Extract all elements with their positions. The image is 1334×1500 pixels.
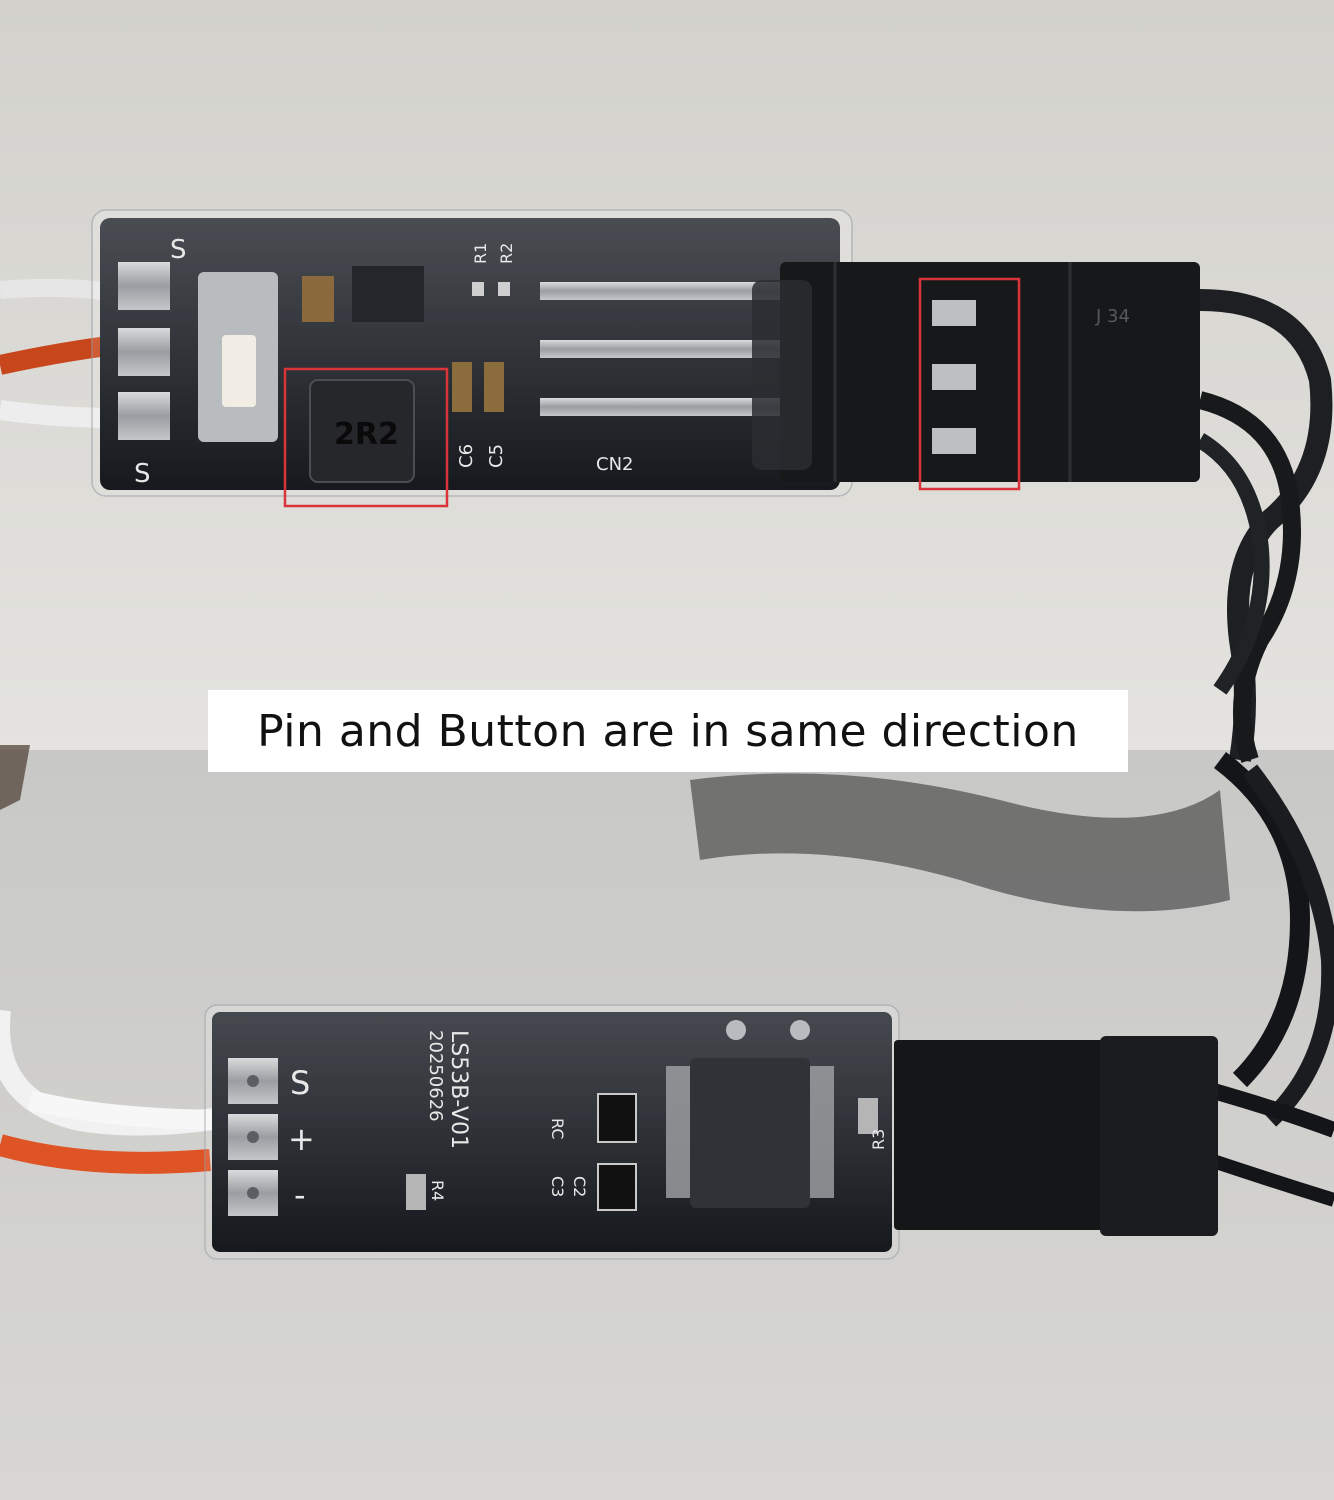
top-label-s-bottom: S <box>134 459 151 489</box>
bottom-pad-label-plus: + <box>288 1120 315 1158</box>
top-connector-slot-2 <box>932 364 976 390</box>
bottom-smd-r4 <box>406 1174 426 1210</box>
top-connector-marking: J 34 <box>1095 306 1130 327</box>
inductor-highlight-box <box>283 367 449 508</box>
caption-text: Pin and Button are in same direction <box>257 705 1079 757</box>
bottom-label-r4: R4 <box>428 1180 447 1201</box>
top-label-c5: C5 <box>486 444 507 468</box>
bottom-main-ic <box>690 1058 810 1208</box>
bottom-via-2 <box>790 1020 810 1040</box>
pin-highlight-box <box>918 277 1021 491</box>
top-connector-collar <box>752 280 812 470</box>
top-inductor <box>309 379 415 483</box>
bottom-via-1 <box>726 1020 746 1040</box>
bottom-smd-c2c3 <box>597 1163 637 1211</box>
top-cap-component <box>302 276 334 322</box>
bottom-red-wire <box>0 1134 211 1174</box>
top-pin-leg-2 <box>540 340 780 358</box>
bottom-ic-pins-right <box>810 1066 834 1198</box>
top-pad-2 <box>118 328 170 376</box>
bottom-pad-minus-hole <box>247 1187 259 1199</box>
bottom-pad-s-hole <box>247 1075 259 1087</box>
top-label-s-top: S <box>170 235 187 265</box>
bottom-black-cable-b <box>1242 764 1334 1127</box>
bottom-ic-pins-left <box>666 1066 690 1198</box>
top-pin-leg-1 <box>540 282 780 300</box>
bottom-date-code: 20250626 <box>425 1030 446 1122</box>
top-push-button-cap <box>222 335 256 407</box>
top-connector-slot-1 <box>932 300 976 326</box>
bottom-label-r3: R3 <box>869 1129 888 1150</box>
bottom-smd-r3 <box>858 1098 878 1134</box>
top-black-cable-c <box>1195 433 1270 695</box>
top-smd-1 <box>452 362 472 412</box>
bottom-pad-plus-hole <box>247 1131 259 1143</box>
top-label-r2: R2 <box>497 243 516 264</box>
top-board-group: S S 2R2 C6 C5 R1 R2 CN2 J 34 <box>0 209 1333 763</box>
bottom-smd-rc <box>597 1093 637 1143</box>
bottom-model-label: LS53B-V01 <box>446 1030 471 1149</box>
left-edge-shadow <box>0 745 30 810</box>
top-connector-slot-3 <box>932 428 976 454</box>
top-label-c6: C6 <box>456 444 477 468</box>
bottom-pad-label-minus: - <box>294 1176 306 1214</box>
bottom-label-c3: C3 <box>548 1176 567 1197</box>
top-pad-3 <box>118 392 170 440</box>
bottom-black-cable-c <box>1207 1082 1334 1138</box>
top-smd-4 <box>498 282 510 296</box>
bottom-connector-end <box>1100 1036 1218 1236</box>
bottom-label-rc: RC <box>548 1118 567 1140</box>
blurred-cable-shadow <box>690 773 1230 912</box>
top-smd-2 <box>484 362 504 412</box>
bottom-board-group: S + - LS53B-V01 20250626 R4 R3 RC C2 C3 <box>0 752 1334 1260</box>
top-regulator-chip <box>352 266 424 322</box>
bottom-pad-label-s: S <box>290 1064 310 1102</box>
top-label-r1: R1 <box>471 243 490 264</box>
bottom-white-wire <box>27 1090 216 1130</box>
inductor-marking: 2R2 <box>334 417 399 452</box>
top-black-cable-b <box>1197 391 1301 763</box>
top-label-cn2: CN2 <box>596 454 634 475</box>
top-pad-1 <box>118 262 170 310</box>
top-pin-leg-3 <box>540 398 780 416</box>
bottom-black-cable-d <box>1207 1153 1334 1207</box>
top-smd-3 <box>472 282 484 296</box>
top-connector-housing <box>780 262 1200 482</box>
bottom-label-c2: C2 <box>570 1176 589 1197</box>
caption-box: Pin and Button are in same direction <box>208 690 1128 772</box>
